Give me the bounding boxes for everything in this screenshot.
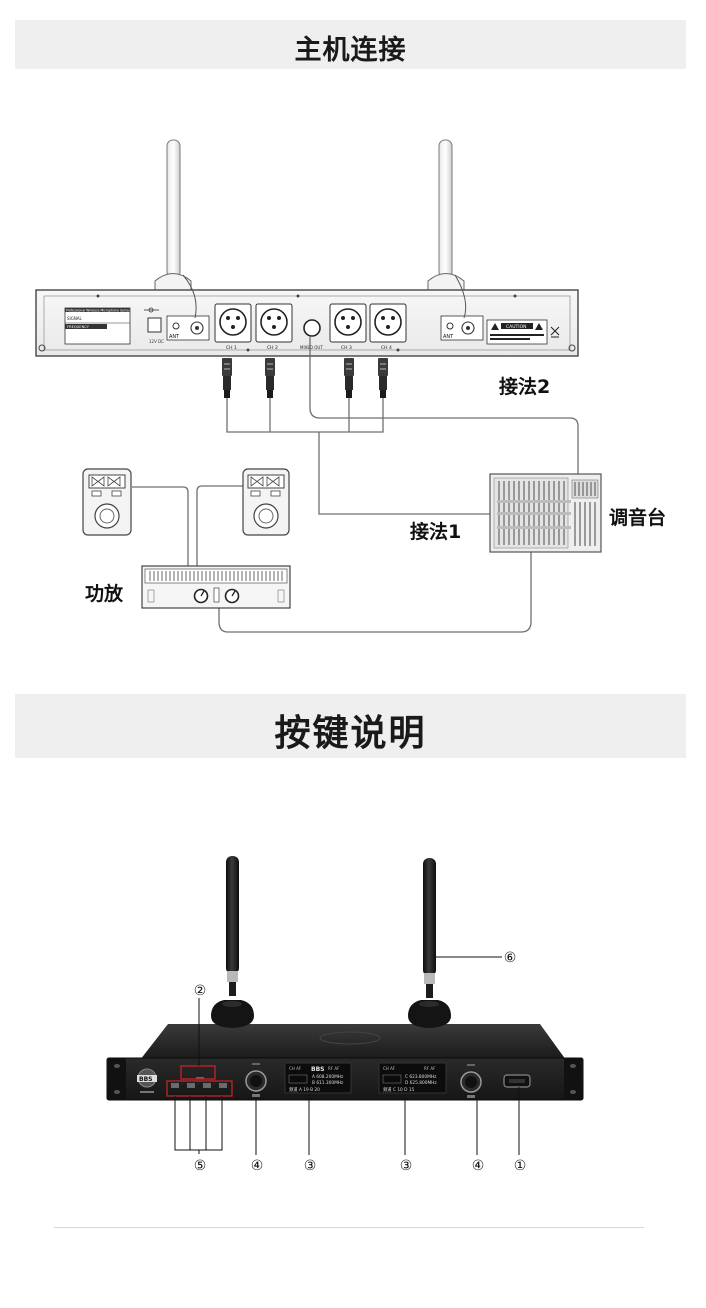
- speaker-right: [242, 468, 290, 536]
- right-antenna: [427, 139, 465, 291]
- callout-6: ⑥: [504, 950, 517, 966]
- callout-box-5: [166, 1080, 233, 1097]
- left-display-brand: BBS: [311, 1066, 324, 1073]
- callout-1: ①: [514, 1158, 527, 1174]
- caution-text: CAUTION: [506, 324, 527, 330]
- ch1-text: CH 1: [226, 345, 237, 351]
- right-display-freq-d: D 625.800MHz: [405, 1080, 437, 1086]
- left-display-bottom: 频道 A 19 B 20: [289, 1086, 320, 1093]
- speaker-left: [82, 468, 132, 536]
- method1-label: 接法1: [410, 521, 462, 543]
- bbs-logo: BBS: [137, 1068, 157, 1093]
- left-display-top-left: CH AF: [289, 1066, 302, 1071]
- mixed-out-text: MIXED OUT: [300, 345, 323, 350]
- left-display-freq-b: B 611.300MHz: [312, 1080, 344, 1086]
- amplifier: [141, 565, 291, 609]
- callout-5: ⑤: [194, 1158, 207, 1174]
- ch3-text: CH 3: [341, 345, 352, 351]
- callout-3-left: ③: [304, 1158, 317, 1174]
- right-display-top-right: RF AF: [424, 1066, 436, 1071]
- callout-3-right: ③: [400, 1158, 413, 1174]
- banner-button-description: 按键说明: [15, 694, 686, 758]
- ant-right-text: ANT: [443, 334, 454, 340]
- callout-box-2: [180, 1065, 216, 1080]
- label-plate: Professional Wireless Microphone Series …: [64, 307, 131, 345]
- display-right: CH AF RF AF C 623.800MHz D 625.800MHz 频道…: [378, 1062, 447, 1094]
- xlr-ch3: CH 3: [329, 303, 367, 351]
- method2-label: 接法2: [499, 376, 551, 398]
- receiver-front-panel: BBS CH AF BBS RF: [106, 1057, 584, 1101]
- right-display-top-left: CH AF: [383, 1066, 396, 1071]
- xlr-ch4: CH 4: [369, 303, 407, 351]
- banner-host-connection: 主机连接: [15, 20, 686, 69]
- ant-left-text: ANT: [169, 334, 180, 340]
- left-display-freq-a: A 608.200MHz: [312, 1074, 344, 1080]
- power-switch: [503, 1074, 531, 1088]
- volume-knob-right: [460, 1064, 482, 1098]
- front-right-antenna: [408, 858, 451, 1028]
- mixer-label: 调音台: [609, 507, 667, 529]
- signal-text: SIGNAL: [67, 316, 83, 321]
- ch4-text: CH 4: [381, 345, 392, 351]
- logo-text: BBS: [139, 1076, 152, 1083]
- dc-jack: 12V DC: [144, 307, 164, 344]
- leader-lines: [174, 956, 520, 1155]
- callout-2: ②: [194, 983, 207, 999]
- connection-diagram: Professional Wireless Microphone Series …: [35, 139, 602, 633]
- xlr-ch2: CH 2: [255, 303, 293, 351]
- brand-line-text: Professional Wireless Microphone Series: [66, 308, 130, 312]
- receiver-rear-panel: Professional Wireless Microphone Series …: [35, 289, 579, 357]
- callout-numbers: ② ⑥ ⑤ ④ ③ ③ ④ ①: [194, 950, 527, 1174]
- right-display-freq-c: C 623.800MHz: [405, 1074, 437, 1080]
- ant-left-connector: ANT: [166, 315, 210, 341]
- button-row: [171, 1077, 227, 1088]
- callout-4-left: ④: [251, 1158, 264, 1174]
- dc-text: 12V DC: [149, 339, 164, 344]
- footer-divider: [54, 1227, 644, 1228]
- mixed-out-jack: MIXED OUT: [300, 319, 323, 350]
- banner-title: 按键说明: [274, 713, 427, 754]
- ant-right-connector: ANT: [440, 315, 484, 341]
- caution-label: CAUTION: [486, 319, 560, 345]
- mixer: [489, 473, 602, 553]
- cables: [132, 336, 579, 633]
- right-display-bottom: 频道 C 10 D 15: [383, 1086, 415, 1093]
- xlr-ch1: CH 1: [214, 303, 252, 351]
- display-left: CH AF BBS RF AF A 608.200MHz B 611.300MH…: [284, 1062, 352, 1094]
- left-antenna: [154, 139, 192, 291]
- ch2-text: CH 2: [267, 345, 278, 351]
- amplifier-label: 功放: [85, 583, 124, 605]
- front-left-antenna: [211, 856, 254, 1028]
- banner-title: 主机连接: [294, 35, 407, 66]
- device-top-surface: [140, 1024, 566, 1060]
- xlr-plugs: [222, 358, 388, 398]
- frequency-text: FREQUENCY: [67, 325, 90, 329]
- volume-knob-left: [245, 1063, 267, 1097]
- left-display-top-right: RF AF: [328, 1066, 340, 1071]
- callout-4-right: ④: [472, 1158, 485, 1174]
